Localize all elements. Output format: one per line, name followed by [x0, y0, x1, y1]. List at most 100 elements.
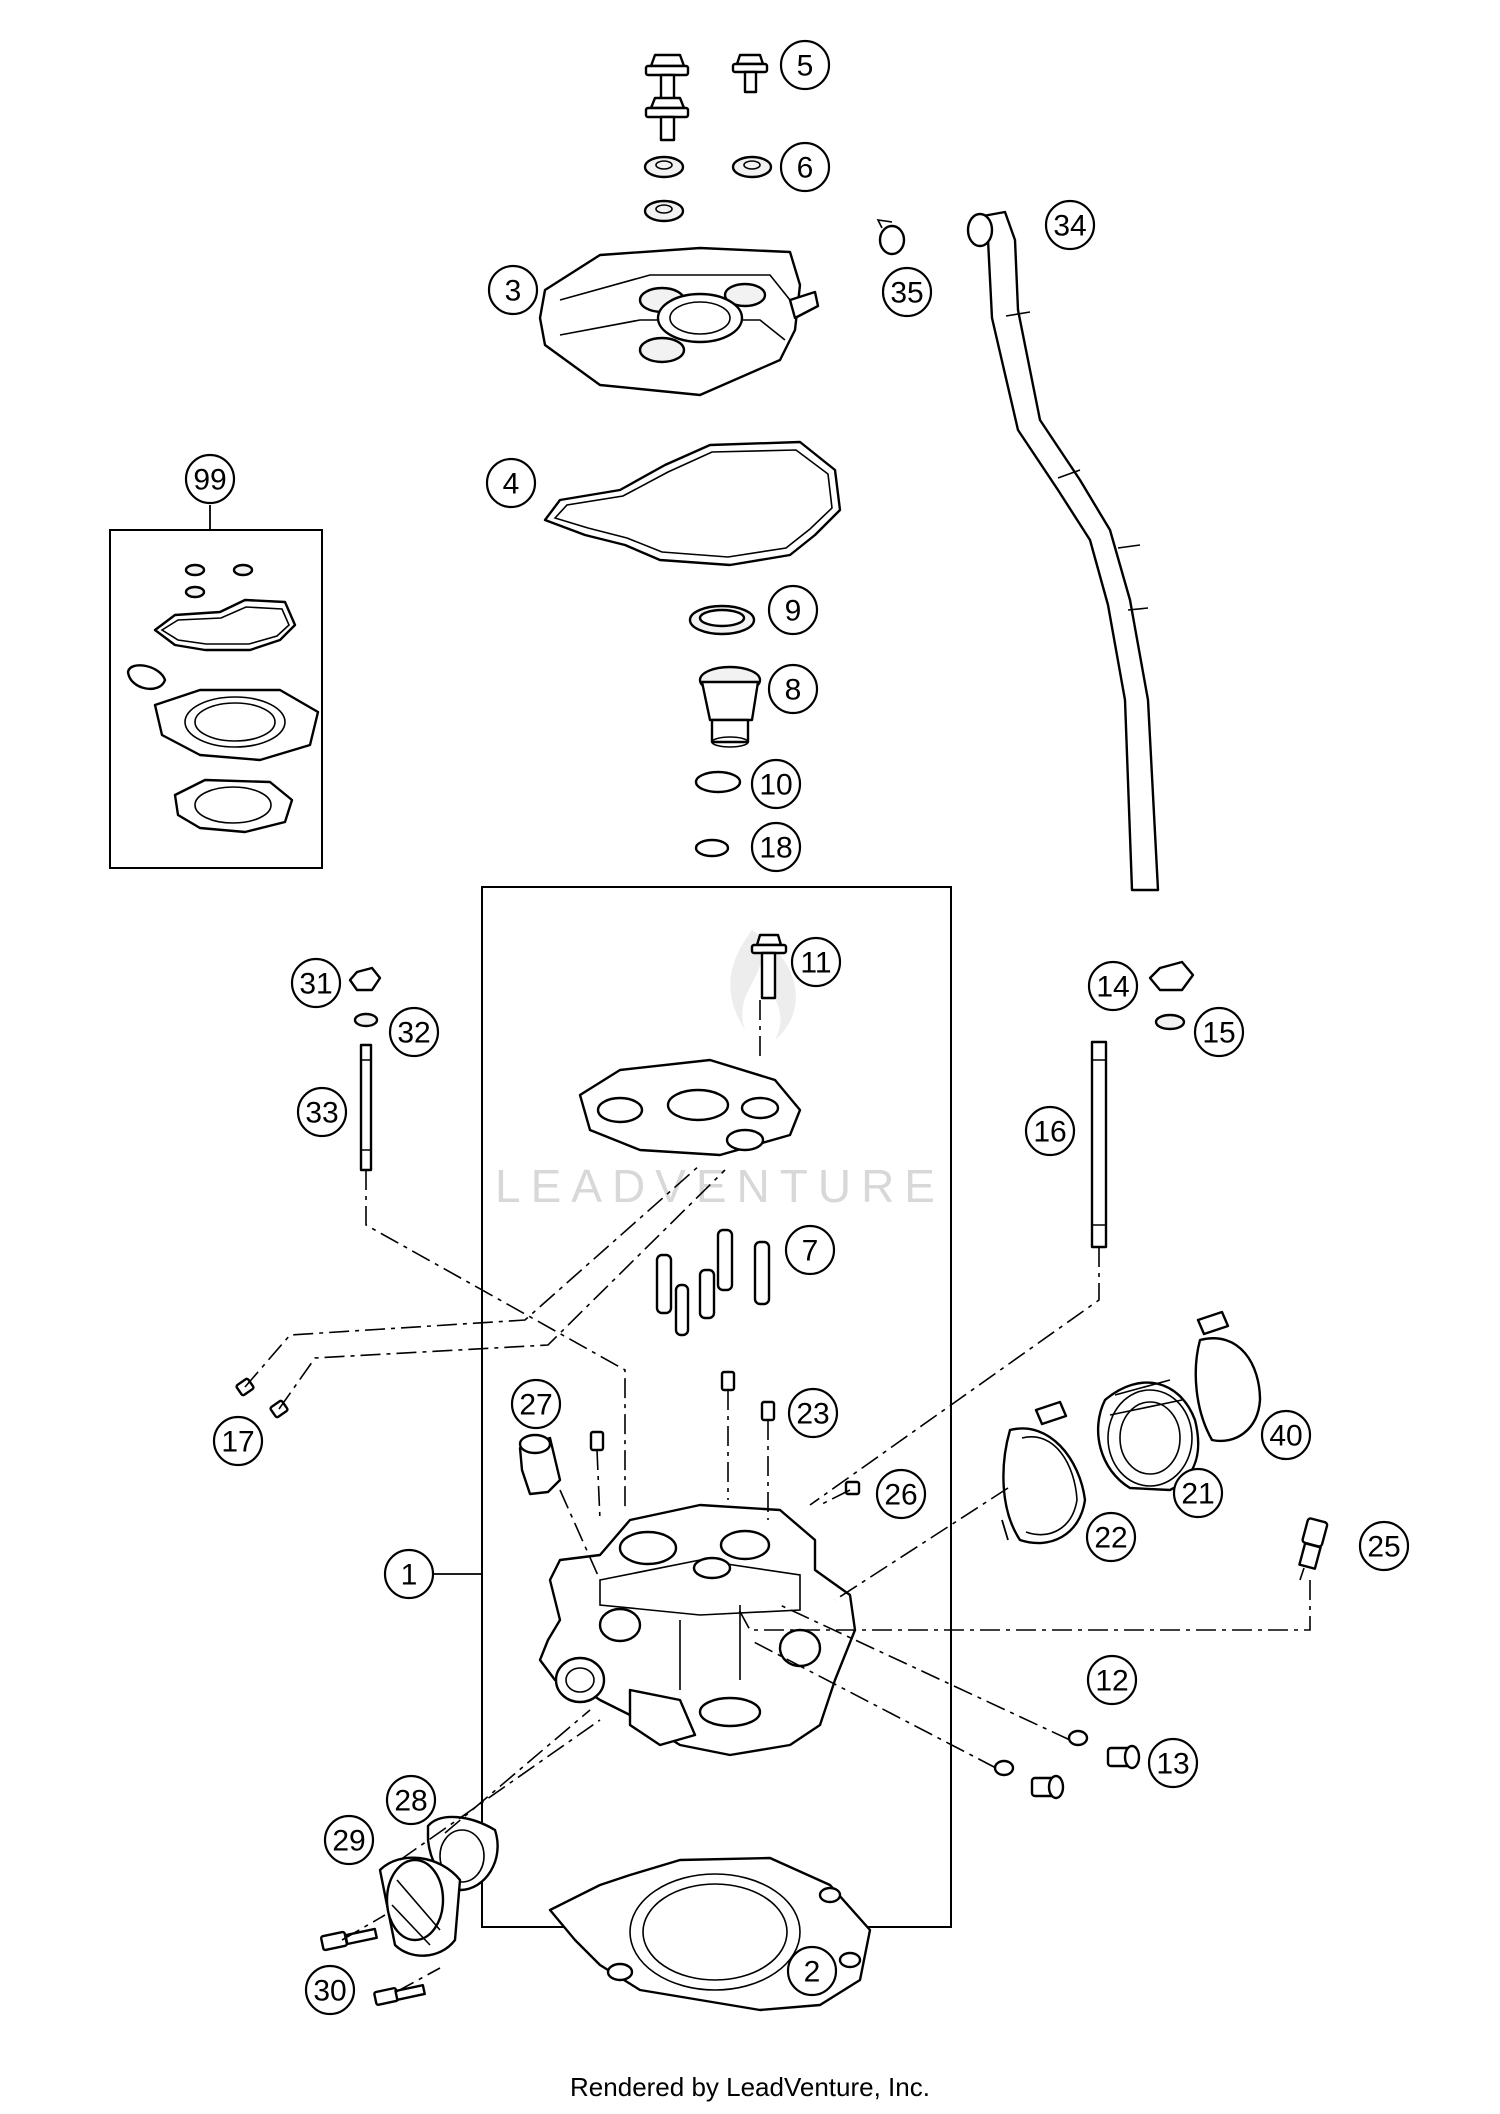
- callout-3[interactable]: 3: [487, 264, 539, 316]
- part-22-clamp[interactable]: [1002, 1400, 1087, 1545]
- callout-2[interactable]: 2: [786, 1945, 838, 1997]
- svg-text:6: 6: [797, 152, 814, 185]
- svg-text:14: 14: [1096, 971, 1129, 1004]
- part-26-plug[interactable]: [844, 1480, 861, 1496]
- callout-11[interactable]: 11: [790, 936, 842, 988]
- part-7-valve-guides[interactable]: [655, 1228, 771, 1337]
- part-5-screw[interactable]: [731, 53, 769, 94]
- assembly-lines: [244, 1000, 1311, 1993]
- part-34-breather-hose[interactable]: [966, 210, 1160, 892]
- callout-33[interactable]: 33: [296, 1086, 348, 1138]
- callout-40[interactable]: 40: [1260, 1409, 1312, 1461]
- callout-6[interactable]: 6: [779, 141, 831, 193]
- svg-text:22: 22: [1094, 1522, 1127, 1555]
- part-30-screws[interactable]: [319, 1927, 426, 2006]
- leader-lines: [209, 505, 1009, 1575]
- svg-text:13: 13: [1156, 1748, 1189, 1781]
- part-3-valve-cover[interactable]: [538, 246, 820, 397]
- watermark-text: LEADVENTURE: [495, 1160, 945, 1212]
- callout-13[interactable]: 13: [1147, 1737, 1199, 1789]
- part-6-seal[interactable]: [643, 155, 685, 179]
- svg-text:30: 30: [313, 1975, 346, 2008]
- svg-text:33: 33: [305, 1097, 338, 1130]
- part-1-cylinder-head[interactable]: [538, 1503, 857, 1757]
- svg-text:32: 32: [397, 1017, 430, 1050]
- callout-23[interactable]: 23: [787, 1387, 839, 1439]
- callout-99[interactable]: 99: [184, 453, 236, 505]
- svg-text:4: 4: [503, 468, 520, 501]
- part-32-washer[interactable]: [353, 1012, 379, 1028]
- callout-34[interactable]: 34: [1044, 199, 1096, 251]
- callout-26[interactable]: 26: [875, 1468, 927, 1520]
- svg-text:27: 27: [519, 1389, 552, 1422]
- callout-21[interactable]: 21: [1172, 1467, 1224, 1519]
- part-40-clamp[interactable]: [1194, 1310, 1262, 1443]
- part-16-stud[interactable]: [1090, 1040, 1108, 1249]
- callout-12[interactable]: 12: [1086, 1654, 1138, 1706]
- svg-text:40: 40: [1269, 1420, 1302, 1453]
- part-99-gasket-kit[interactable]: [126, 563, 320, 834]
- callout-15[interactable]: 15: [1193, 1006, 1245, 1058]
- svg-text:99: 99: [193, 464, 226, 497]
- svg-text:34: 34: [1053, 210, 1086, 243]
- part-4-cover-gasket[interactable]: [543, 440, 842, 567]
- part-6-seal[interactable]: [731, 155, 773, 179]
- svg-text:7: 7: [802, 1235, 819, 1268]
- svg-text:12: 12: [1095, 1665, 1128, 1698]
- part-12-13-second-set[interactable]: [993, 1759, 1065, 1800]
- part-21-intake-boot[interactable]: [1097, 1379, 1200, 1492]
- svg-text:29: 29: [332, 1825, 365, 1858]
- svg-text:1: 1: [401, 1559, 418, 1592]
- part-9-ring[interactable]: [688, 604, 756, 636]
- svg-text:2: 2: [804, 1956, 821, 1989]
- svg-text:18: 18: [759, 832, 792, 865]
- part-10-o-ring[interactable]: [694, 770, 742, 794]
- callout-27[interactable]: 27: [510, 1378, 562, 1430]
- callout-16[interactable]: 16: [1024, 1105, 1076, 1157]
- part-23-dowel-pins[interactable]: [589, 1370, 776, 1452]
- callout-1[interactable]: 1: [383, 1548, 435, 1600]
- callout-31[interactable]: 31: [290, 957, 342, 1009]
- callout-25[interactable]: 25: [1358, 1520, 1410, 1572]
- part-13-screw-plug[interactable]: [1106, 1744, 1141, 1770]
- svg-text:23: 23: [796, 1398, 829, 1431]
- callout-28[interactable]: 28: [385, 1774, 437, 1826]
- svg-text:8: 8: [785, 674, 802, 707]
- callout-18[interactable]: 18: [750, 821, 802, 873]
- part-18-o-ring[interactable]: [694, 838, 730, 858]
- callout-14[interactable]: 14: [1087, 960, 1139, 1012]
- callout-35[interactable]: 35: [881, 266, 933, 318]
- svg-text:35: 35: [890, 277, 923, 310]
- callout-9[interactable]: 9: [767, 584, 819, 636]
- part-5-screw[interactable]: [644, 53, 690, 103]
- callout-4[interactable]: 4: [485, 457, 537, 509]
- part-31-nut[interactable]: [348, 966, 382, 992]
- svg-text:26: 26: [884, 1479, 917, 1512]
- callout-10[interactable]: 10: [750, 758, 802, 810]
- callout-30[interactable]: 30: [304, 1964, 356, 2016]
- part-17-screw[interactable]: [235, 1377, 289, 1419]
- part-15-washer[interactable]: [1154, 1013, 1186, 1031]
- part-8-plug[interactable]: [698, 665, 762, 748]
- part-6-seal[interactable]: [643, 199, 685, 223]
- svg-text:21: 21: [1181, 1478, 1214, 1511]
- callout-17[interactable]: 17: [212, 1415, 264, 1467]
- svg-text:5: 5: [797, 50, 814, 83]
- part-33-stud[interactable]: [359, 1043, 373, 1172]
- part-27-sleeve[interactable]: [518, 1433, 562, 1496]
- callout-32[interactable]: 32: [388, 1006, 440, 1058]
- part-29-intake-flange[interactable]: [378, 1856, 462, 1957]
- part-12-washer[interactable]: [1067, 1729, 1089, 1747]
- callout-22[interactable]: 22: [1085, 1511, 1137, 1563]
- callout-8[interactable]: 8: [767, 663, 819, 715]
- callout-5[interactable]: 5: [779, 39, 831, 91]
- part-25-temperature-sensor[interactable]: [1298, 1517, 1329, 1581]
- callout-29[interactable]: 29: [323, 1814, 375, 1866]
- part-35-hose-clamp[interactable]: [876, 218, 906, 256]
- svg-text:17: 17: [221, 1426, 254, 1459]
- part-11-bolt[interactable]: [750, 933, 788, 1000]
- callout-7[interactable]: 7: [784, 1224, 836, 1276]
- part-14-nut[interactable]: [1148, 960, 1195, 992]
- part-5-screw[interactable]: [644, 96, 690, 142]
